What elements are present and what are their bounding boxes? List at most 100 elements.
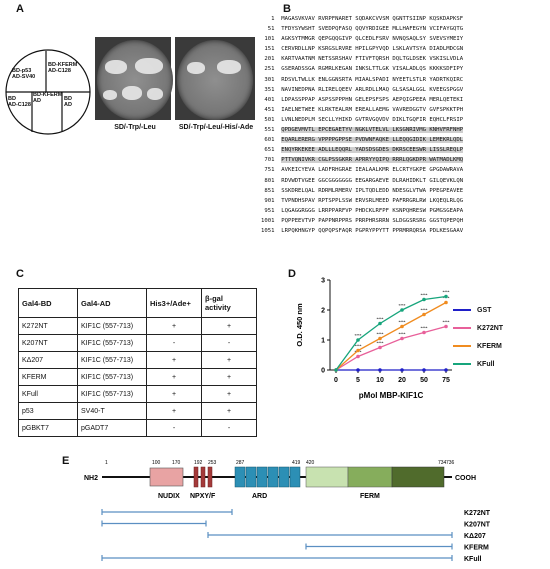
data-point — [400, 308, 404, 312]
legend-label: GST — [477, 306, 492, 314]
sequence-row-residues: AGKSYTMMGR QEPGQQGIVP QLCEDLFSRV NVNQSAQ… — [281, 36, 464, 43]
sequence-row: 151 CERVRDLLNP KSRGSLRVRE HPILGPYVQD LSK… — [261, 44, 463, 54]
ard-repeat — [234, 466, 246, 488]
significance-label: **** — [420, 308, 427, 313]
plate-layout-diagram — [5, 49, 91, 135]
sector-bottom-right: BD AD — [64, 96, 72, 108]
cooh-label: COOH — [455, 475, 476, 482]
table-cell: + — [201, 402, 257, 420]
domain-label: ARD — [252, 493, 267, 500]
construct-label: K272NT — [464, 510, 491, 517]
legend-item: KFERM — [453, 337, 503, 355]
sequence-row-residues: PQPPEEVTVP PAPPNRPPRS PRRPHRSRRN SLDGGSR… — [281, 217, 464, 224]
table-cell: + — [146, 402, 202, 420]
sequence-row-residues: SSKDRELQAL RDRMLRMERV IPLTQDLEDD NDESGLV… — [281, 187, 464, 194]
sequence-row-number: 401 — [261, 96, 282, 103]
sequence-row-number: 301 — [261, 76, 282, 83]
position-label: 734 — [438, 460, 447, 466]
series-line — [335, 301, 447, 371]
sequence-row-number: 951 — [261, 207, 282, 214]
sequence-row-number: 901 — [261, 197, 282, 204]
data-point — [400, 368, 404, 372]
construct-label: K207NT — [464, 522, 491, 529]
data-point — [422, 297, 426, 302]
sequence-row-number: 351 — [261, 86, 282, 93]
ferm-segment-3 — [391, 466, 445, 488]
table-cell: pGADT7 — [77, 419, 147, 437]
series-line — [335, 295, 447, 371]
sequence-row-number: 851 — [261, 187, 282, 194]
position-label: 420 — [306, 460, 315, 466]
series-line — [335, 325, 447, 371]
data-point — [356, 338, 360, 342]
protein-sequence: 1 MAGASVKVAV RVRPFNAREТ SQDAKCVVSM QGNTT… — [261, 14, 464, 236]
npxy-motif — [200, 466, 206, 488]
plate-caption-1: SD/-Trp/-Leu — [114, 124, 156, 131]
sequence-row-residues: AVKEICYEVA LADFRHGRAE IEALAALKMR ELCRTYG… — [281, 167, 464, 174]
table-cell: KIF1C (557-713) — [77, 368, 147, 386]
x-tick-label: 20 — [398, 377, 406, 384]
y2h-results-table: Gal4-BD Gal4-AD His3+/Ade+ β-gal activit… — [18, 288, 257, 437]
significance-label: **** — [420, 326, 427, 331]
sector-bottom-mid: BD-KFERM AD — [33, 92, 63, 104]
position-label: 419 — [292, 460, 301, 466]
sequence-row-residues: GSERADSSGA RGMRLKEGAN INKSLTTLGK VISALAD… — [281, 66, 464, 73]
legend-swatch — [453, 309, 471, 311]
table-cell: KIF1C (557-713) — [77, 385, 147, 403]
sequence-row: 951 LQGAGGRGGG LRRPPARFVP PHDCKLRFPF KSN… — [261, 206, 463, 216]
sector-top-left: BD-p53 AD-SV40 — [12, 68, 36, 80]
sequence-row: 651 ENQYRKEKEE ADLLLEQQRL YADSDSGDES DKR… — [261, 145, 464, 155]
sequence-row-number: 101 — [261, 36, 282, 43]
data-point — [400, 324, 404, 329]
x-tick-label: 75 — [442, 377, 450, 384]
sequence-row: 1 MAGASVKVAV RVRPFNAREТ SQDAKCVVSM QGNTT… — [261, 14, 463, 24]
table-header: Gal4-BD — [18, 288, 78, 318]
significance-label: **** — [376, 332, 383, 337]
sequence-row-number: 551 — [261, 127, 282, 134]
y-tick-label: 2 — [321, 308, 325, 315]
ard-repeat — [245, 466, 257, 488]
table-cell: p53 — [18, 402, 78, 420]
sequence-row: 201 KARTVAATNM NETSSRSHAV FTIVFTQRSH DQL… — [261, 54, 463, 64]
ard-repeat — [267, 466, 279, 488]
position-label: 287 — [236, 460, 245, 466]
significance-label: **** — [442, 320, 449, 325]
sequence-row-number: 251 — [261, 66, 282, 73]
legend-item: K272NT — [453, 319, 503, 337]
position-label: 192 — [194, 460, 203, 466]
data-point — [444, 324, 448, 329]
sequence-row-residues: TVPNDHSPAV RPTSPPLSSW ERVSRLMEED PAFRRGR… — [281, 197, 464, 204]
sequence-row-residues: PTTVQNIVKR CGLPSSGKRR APRRYYQIPQ RRRLQGK… — [281, 157, 464, 164]
position-label: 100 — [152, 460, 161, 466]
table-header: Gal4-AD — [77, 288, 147, 318]
y-tick-label: 0 — [321, 368, 325, 375]
table-cell: + — [146, 317, 202, 335]
sequence-row-number: 1001 — [261, 217, 282, 224]
table-cell: KFERM — [18, 368, 78, 386]
data-point — [378, 336, 382, 341]
table-cell: pGBKT7 — [18, 419, 78, 437]
sequence-row: 751 AVKEICYEVA LADFRHGRAE IEALAALKMR ELC… — [261, 165, 463, 175]
sequence-row-residues: TFDYSYWSHT SVEDPQFASQ QQVYRDIGEE MLLHAFE… — [281, 26, 464, 33]
sequence-row-number: 51 — [261, 26, 282, 33]
sequence-row-residues: ENQYRKEKEE ADLLLEQQRL YADSDSGDES DKRSCEE… — [281, 147, 464, 154]
nh2-label: NH2 — [84, 475, 98, 482]
y-tick-label: 3 — [321, 278, 325, 285]
data-point — [444, 294, 448, 299]
sequence-row: 401 LDPASSPPAP ASPSSPPPHN GELEPSFSPS AEP… — [261, 95, 463, 105]
construct-label: KFERM — [464, 545, 489, 552]
table-header: β-gal activity — [201, 288, 257, 318]
table-cell: KFull — [18, 385, 78, 403]
sequence-row: 1001 PQPPEEVTVP PAPPNRPPRS PRRPHRSRRN SL… — [261, 216, 463, 226]
sequence-row-residues: CERVRDLLNP KSRGSLRVRE HPILGPYVQD LSKLAVT… — [281, 46, 464, 53]
sequence-row: 601 EQARLERERG VPPPPGPPSE PVDWNFAQKE LLE… — [261, 135, 464, 145]
ferm-segment-2 — [347, 466, 393, 488]
significance-label: **** — [398, 303, 405, 308]
sequence-row: 851 SSKDRELQAL RDRMLRMERV IPLTQDLEDD NDE… — [261, 186, 463, 196]
nudix-domain — [149, 467, 184, 487]
y-axis-label: O.D. 450 nm — [295, 303, 304, 347]
x-axis-label: pMol MBP-KIF1C — [359, 391, 424, 400]
data-point — [422, 312, 426, 317]
